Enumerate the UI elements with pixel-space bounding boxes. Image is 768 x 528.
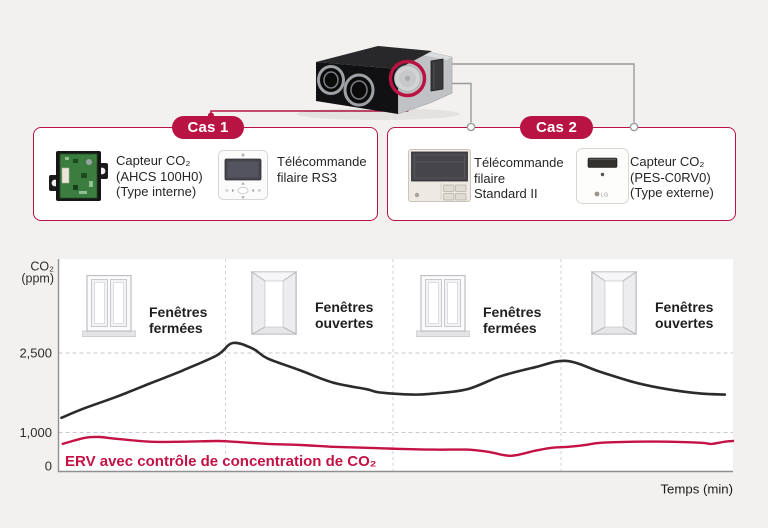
connector-line-case1 (210, 95, 409, 113)
caption-line: Capteur CO₂ (630, 154, 705, 169)
caption-line: (Type interne) (116, 184, 197, 199)
ytick-0: 0 (45, 459, 52, 474)
case1-badge-label: Cas 1 (187, 119, 229, 136)
zone-4-label: Fenêtres ouvertes (655, 299, 714, 331)
connector-line-case2-left (452, 82, 472, 123)
zone-1-label: Fenêtres fermées (149, 304, 208, 336)
caption-line: Capteur CO₂ (116, 153, 191, 168)
zone-3-label: Fenêtres fermées (483, 304, 542, 336)
x-axis-title: Temps (min) (660, 482, 733, 497)
window-open-icon (590, 271, 638, 335)
caption-line: (Type externe) (630, 185, 714, 200)
caption-line: (PES-C0RV0) (630, 169, 711, 185)
legend-erv-control: ERV avec contrôle de concentration de CO… (65, 453, 376, 470)
ytick-1000: 1,000 (19, 425, 52, 440)
y-axis-title-line1: CO₂ (30, 260, 54, 274)
zone-2-label: Fenêtres ouvertes (315, 299, 374, 331)
case2-badge: Cas 2 (520, 116, 593, 139)
caption-line: filaire (474, 170, 506, 186)
caption-line: Télécommande (277, 154, 367, 169)
svg-text:LG: LG (601, 192, 608, 198)
series-erv-control-line (61, 435, 735, 458)
window-closed-icon (416, 275, 470, 337)
axes (57, 259, 733, 473)
zone-1-windows-closed: Fenêtres fermées (82, 275, 223, 337)
case1-box: Capteur CO₂ (AHCS 100H0) (Type interne) … (33, 127, 378, 221)
case1-sensor-caption: Capteur CO₂ (AHCS 100H0) (Type interne) (116, 153, 203, 200)
remote-rs3-image (218, 150, 268, 200)
case1-badge: Cas 1 (172, 116, 244, 139)
ytick-2500: 2,500 (19, 346, 52, 361)
connector-line-case2-right (452, 63, 635, 123)
case1-remote-caption: Télécommande filaire RS3 (277, 154, 367, 185)
series-no-control-line (60, 341, 727, 420)
remote-standard2-image (408, 149, 471, 202)
co2-port-cap (394, 65, 421, 92)
zone-2-windows-open: Fenêtres ouvertes (246, 270, 389, 338)
co2-sensor-external-image: LG (576, 148, 629, 204)
co2-sensor-internal-image (49, 151, 108, 201)
unit-vent-slot (430, 58, 444, 92)
co2-port-highlight-ring (388, 59, 427, 98)
case2-sensor-caption: Capteur CO₂ (PES-C0RV0) (Type externe) (630, 154, 714, 201)
zone-4-windows-open: Fenêtres ouvertes (586, 270, 729, 338)
zone-3-windows-closed: Fenêtres fermées (416, 275, 557, 337)
caption-line: (AHCS 100H0) (116, 168, 203, 184)
window-closed-icon (82, 275, 136, 337)
caption-line: Télécommande (474, 155, 564, 170)
case2-badge-label: Cas 2 (535, 119, 578, 136)
case2-remote-caption: Télécommande filaire Standard II (474, 155, 564, 202)
y-axis-title-line2: (ppm) (21, 272, 54, 286)
duct-collar-icon (317, 65, 375, 107)
case2-box: Télécommande filaire Standard II LG Capt… (387, 127, 736, 221)
caption-line: Standard II (474, 186, 538, 201)
caption-line: filaire RS3 (277, 169, 337, 185)
window-open-icon (250, 271, 298, 335)
erv-unit-image (296, 46, 460, 120)
